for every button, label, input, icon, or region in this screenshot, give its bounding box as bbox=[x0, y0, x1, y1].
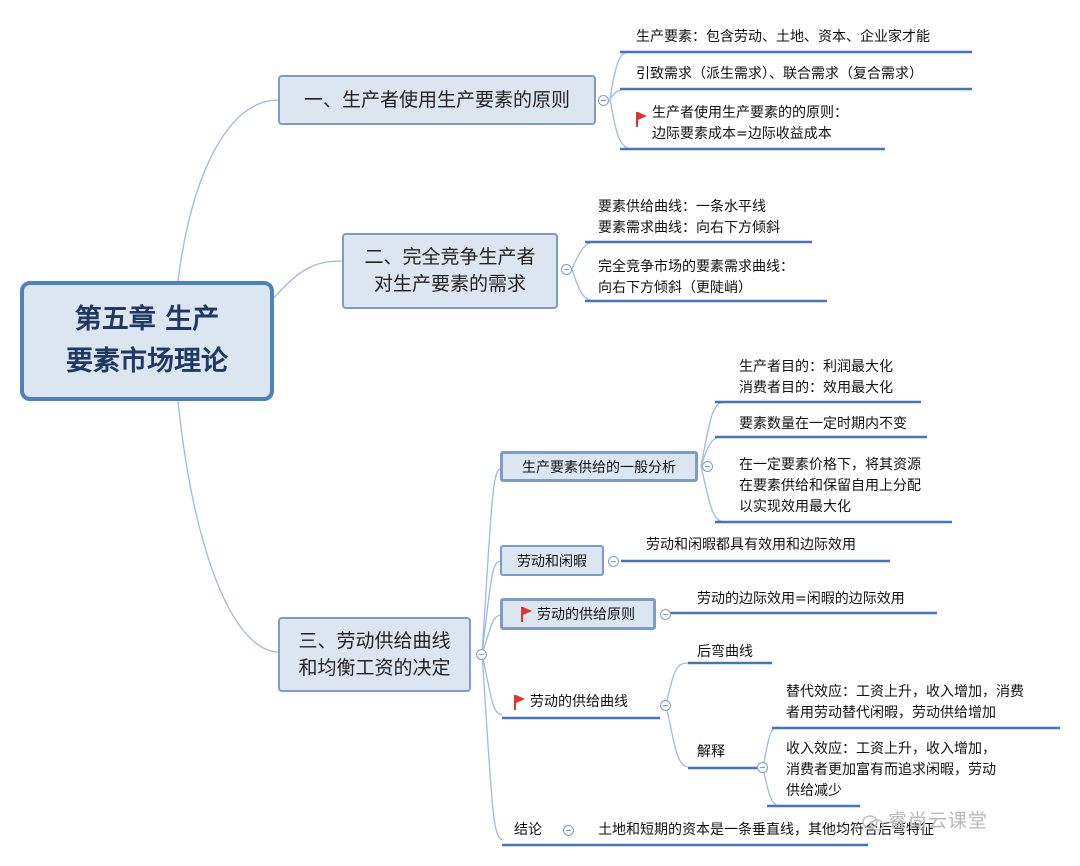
watermark: 睿尚云课堂 bbox=[862, 806, 988, 833]
sub-2-label: 劳动和闲暇 bbox=[517, 553, 587, 570]
section-2-label: 二、完全竞争生产者 对生产要素的需求 bbox=[364, 246, 536, 295]
leaf-sub1-3: 在一定要素价格下，将其资源 在要素供给和保留自用上分配 以实现效用最大化 bbox=[739, 457, 921, 515]
leaf-s1-1: 生产要素：包含劳动、土地、资本、企业家才能 bbox=[636, 29, 930, 45]
leaf-s2-2: 完全竞争市场的要素需求曲线： 向右下方倾斜（更陡峭） bbox=[598, 259, 794, 296]
sub-topic-conclusion[interactable]: 结论 bbox=[514, 822, 542, 838]
red-flag-icon bbox=[514, 695, 525, 710]
collapse-toggle-icon[interactable] bbox=[660, 700, 671, 711]
collapse-toggle-icon[interactable] bbox=[757, 762, 768, 773]
section-3-label: 三、劳动供给曲线 和均衡工资的决定 bbox=[298, 629, 451, 679]
sub-1-label: 生产要素供给的一般分析 bbox=[522, 459, 676, 476]
collapse-toggle-icon[interactable] bbox=[563, 825, 574, 836]
section-1-label: 一、生产者使用生产要素的原则 bbox=[303, 88, 570, 111]
red-flag-icon bbox=[636, 112, 647, 127]
collapse-toggle-icon[interactable] bbox=[702, 461, 713, 472]
section-2-topic[interactable]: 二、完全竞争生产者 对生产要素的需求 bbox=[342, 233, 558, 309]
sub-topic-labor-supply-curve[interactable]: 劳动的供给曲线 bbox=[514, 692, 628, 712]
sub-topic-labor-supply-principle[interactable]: 劳动的供给原则 bbox=[500, 598, 656, 630]
leaf-s1-3: 生产者使用生产要素的的原则： 边际要素成本=边际收益成本 bbox=[636, 103, 848, 145]
watermark-text: 睿尚云课堂 bbox=[888, 810, 989, 832]
collapse-toggle-icon[interactable] bbox=[598, 95, 609, 106]
leaf-s1-2: 引致需求（派生需求）、联合需求（复合需求） bbox=[636, 66, 923, 82]
leaf-sub5-1: 土地和短期的资本是一条垂直线，其他均符合后弯特征 bbox=[598, 822, 934, 838]
section-3-topic[interactable]: 三、劳动供给曲线 和均衡工资的决定 bbox=[278, 617, 471, 692]
leaf-explain-1: 替代效应：工资上升，收入增加，消费 者用劳动替代闲暇，劳动供给增加 bbox=[786, 684, 1024, 721]
leaf-sub1-2: 要素数量在一定时期内不变 bbox=[739, 416, 907, 432]
sub-topic-general-analysis[interactable]: 生产要素供给的一般分析 bbox=[500, 451, 698, 482]
collapse-toggle-icon[interactable] bbox=[608, 556, 619, 567]
root-title: 第五章 生产 要素市场理论 bbox=[66, 304, 228, 377]
wechat-icon bbox=[862, 814, 884, 831]
sub-3-label: 劳动的供给原则 bbox=[537, 607, 635, 623]
leaf-s2-1: 要素供给曲线：一条水平线 要素需求曲线：向右下方倾斜 bbox=[598, 199, 780, 236]
leaf-sub1-1: 生产者目的：利润最大化 消费者目的：效用最大化 bbox=[739, 359, 893, 396]
leaf-explain-2: 收入效应：工资上升，收入增加， 消费者更加富有而追求闲暇，劳动 供给减少 bbox=[786, 741, 996, 799]
leaf-sub3-1: 劳动的边际效用=闲暇的边际效用 bbox=[697, 591, 905, 607]
leaf-sub4-1: 后弯曲线 bbox=[697, 644, 753, 660]
section-1-topic[interactable]: 一、生产者使用生产要素的原则 bbox=[278, 75, 596, 125]
collapse-toggle-icon[interactable] bbox=[660, 609, 671, 620]
explain-topic[interactable]: 解释 bbox=[697, 744, 725, 760]
root-topic[interactable]: 第五章 生产 要素市场理论 bbox=[20, 281, 274, 401]
red-flag-icon bbox=[521, 607, 532, 622]
collapse-toggle-icon[interactable] bbox=[476, 649, 487, 660]
sub-4-label: 劳动的供给曲线 bbox=[530, 694, 628, 710]
leaf-s1-3-text: 生产者使用生产要素的的原则： 边际要素成本=边际收益成本 bbox=[652, 105, 848, 142]
sub-topic-labor-leisure[interactable]: 劳动和闲暇 bbox=[500, 545, 604, 576]
collapse-toggle-icon[interactable] bbox=[561, 264, 572, 275]
leaf-sub2-1: 劳动和闲暇都具有效用和边际效用 bbox=[646, 537, 856, 553]
